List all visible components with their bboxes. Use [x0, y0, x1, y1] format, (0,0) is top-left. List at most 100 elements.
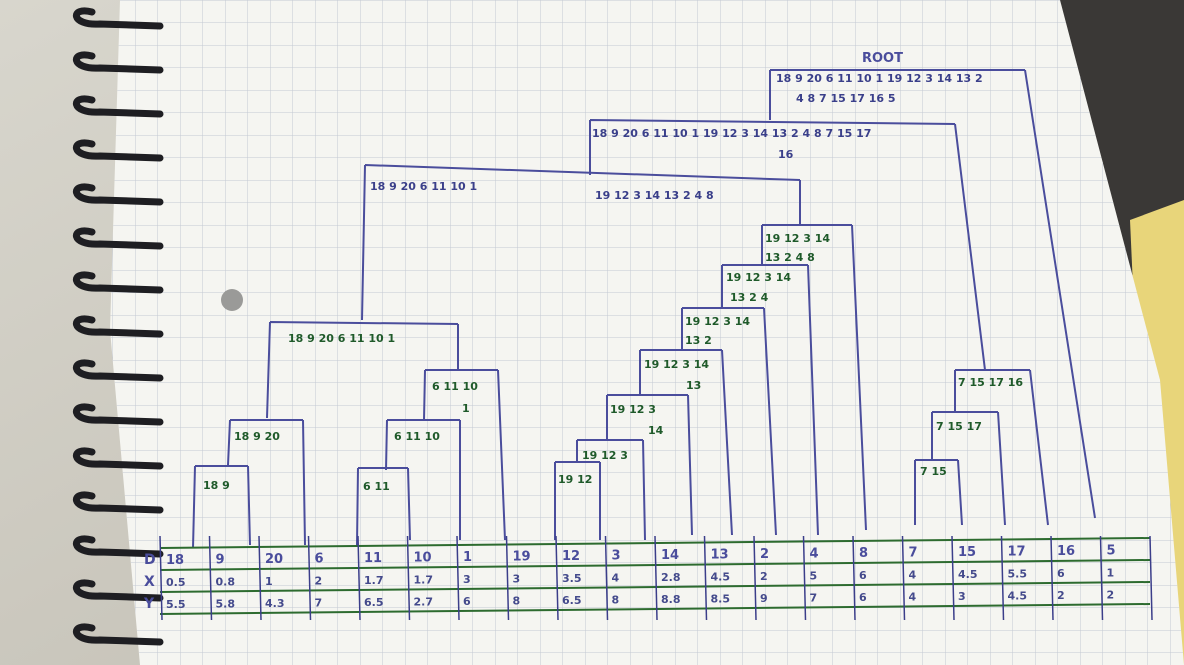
- bracket-19-12-3-14-13-2-4-8: [761, 224, 867, 531]
- spiral-ring: [72, 183, 164, 206]
- spiral-ring: [72, 315, 164, 338]
- label-big-1: 18 9 20 6 11 10 1 19 12 3 14 13 2 4 8 7 …: [592, 127, 871, 140]
- table-divider: [555, 535, 559, 621]
- table-cell: 3: [958, 590, 966, 603]
- label-19-12-3-14-13-2-4-b: 13 2 4: [730, 291, 769, 304]
- table-cell: 4: [612, 572, 620, 585]
- table-divider: [456, 535, 460, 621]
- bracket-18-9-20: [227, 419, 306, 546]
- label-left-top: 18 9 20 6 11 10 1: [370, 180, 477, 193]
- spiral-ring: [72, 535, 164, 558]
- table-divider: [208, 535, 213, 621]
- bracket-7-15-17-16: [954, 369, 1049, 526]
- label-19-12-3-14-13-a: 19 12 3 14: [644, 358, 709, 371]
- label-18-9-20: 18 9 20: [234, 430, 280, 443]
- label-7-15-17: 7 15 17: [936, 420, 982, 433]
- label-19-12-3-14-13-2-4-8-b: 13 2 4 8: [765, 251, 815, 264]
- bracket-left: [266, 321, 459, 419]
- spiral-ring: [72, 359, 164, 382]
- table-cell: 5.5: [1008, 568, 1028, 581]
- bracket-left-mid: [361, 164, 801, 321]
- table-cell: 18: [166, 553, 184, 568]
- table-cell: 1: [265, 575, 273, 588]
- spiral-ring: [72, 491, 164, 514]
- table-cell: 6.5: [364, 596, 384, 609]
- table-cell: 2: [760, 547, 769, 562]
- table-divider: [753, 535, 757, 621]
- table-cell: 17: [1008, 545, 1026, 560]
- table-cell: 0.5: [166, 576, 186, 589]
- bracket-19-12-3: [576, 439, 646, 541]
- table-cell: 14: [661, 548, 679, 563]
- label-root-1: 18 9 20 6 11 10 1 19 12 3 14 13 2: [776, 72, 983, 85]
- table-cell: 8.5: [711, 593, 731, 606]
- table-cell: 3: [612, 549, 621, 564]
- bracket-19-12-3-14: [606, 394, 693, 536]
- label-19-12-3-14-13-2-4-a: 19 12 3 14: [726, 271, 791, 284]
- table-cell: 4: [810, 547, 819, 562]
- label-19-12-3-14-13-2-b: 13 2: [685, 334, 712, 347]
- table-cell: 20: [265, 552, 283, 567]
- table-cell: 4: [909, 591, 917, 604]
- table-cell: 13: [711, 548, 729, 563]
- bracket-18-9: [192, 465, 251, 549]
- table-divider: [1149, 535, 1153, 621]
- table-cell: 11: [364, 551, 382, 566]
- table-cell: 8: [612, 594, 620, 607]
- bracket-7-15-17: [931, 411, 1006, 526]
- label-mid-top: 19 12 3 14 13 2 4 8: [595, 189, 714, 202]
- table-cell: 12: [562, 549, 580, 564]
- table-cell: 5: [1107, 544, 1116, 559]
- spiral-ring: [72, 51, 164, 74]
- table-cell: 8: [513, 595, 521, 608]
- table-cell: 8.8: [661, 593, 681, 606]
- table-divider: [802, 535, 807, 621]
- table-row-label: Y: [143, 596, 155, 612]
- label-19-12-3-14-13-2-4-8-a: 19 12 3 14: [765, 232, 830, 245]
- table-cell: 15: [958, 545, 976, 560]
- table-cell: 4.5: [711, 571, 731, 584]
- spiral-ring: [72, 579, 164, 602]
- table-cell: 2: [315, 575, 323, 588]
- label-19-12: 19 12: [558, 473, 592, 486]
- table-divider: [505, 535, 510, 621]
- label-7-15-17-16: 7 15 17 16: [958, 376, 1023, 389]
- table-cell: 7: [315, 597, 323, 610]
- label-6-11-10-1-a: 6 11 10: [432, 380, 478, 393]
- label-6-11-10-1-b: 1: [462, 402, 470, 415]
- table-cell: 1: [463, 550, 472, 565]
- spiral-ring: [72, 95, 164, 118]
- table-cell: 6.5: [562, 594, 582, 607]
- table-divider: [604, 535, 609, 621]
- spiral-ring: [72, 447, 164, 470]
- table-divider: [1050, 535, 1054, 621]
- label-6-11: 6 11: [363, 480, 390, 493]
- table-cell: 1.7: [414, 574, 434, 587]
- table-rule: [159, 581, 1151, 593]
- table-cell: 4.3: [265, 597, 285, 610]
- label-6-11-10: 6 11 10: [394, 430, 440, 443]
- table-divider: [852, 535, 856, 621]
- table-cell: 3.5: [562, 572, 582, 585]
- label-19-12-3-14-b: 14: [648, 424, 664, 437]
- table-divider: [951, 535, 955, 621]
- root-label: ROOT: [862, 51, 903, 66]
- table-cell: 5.5: [166, 598, 186, 611]
- cluster-labels: ROOT 18 9 20 6 11 10 1 19 12 3 14 13 2 4…: [203, 51, 1023, 493]
- spiral-binding: [72, 7, 164, 646]
- bracket-root: [769, 69, 1096, 519]
- table-cell: 7: [909, 546, 918, 561]
- bracket-big: [589, 119, 986, 371]
- label-18-9: 18 9: [203, 479, 230, 492]
- label-19-12-3: 19 12 3: [582, 449, 628, 462]
- table-divider: [1099, 535, 1104, 621]
- bracket-6-11: [356, 467, 411, 546]
- table-cell: 4.5: [958, 568, 978, 581]
- table-cell: 9: [760, 592, 768, 605]
- table-row-label: D: [144, 552, 156, 568]
- spiral-ring: [72, 7, 164, 30]
- table-cell: 2: [1107, 589, 1115, 602]
- spiral-ring: [72, 403, 164, 426]
- table-divider: [406, 535, 411, 621]
